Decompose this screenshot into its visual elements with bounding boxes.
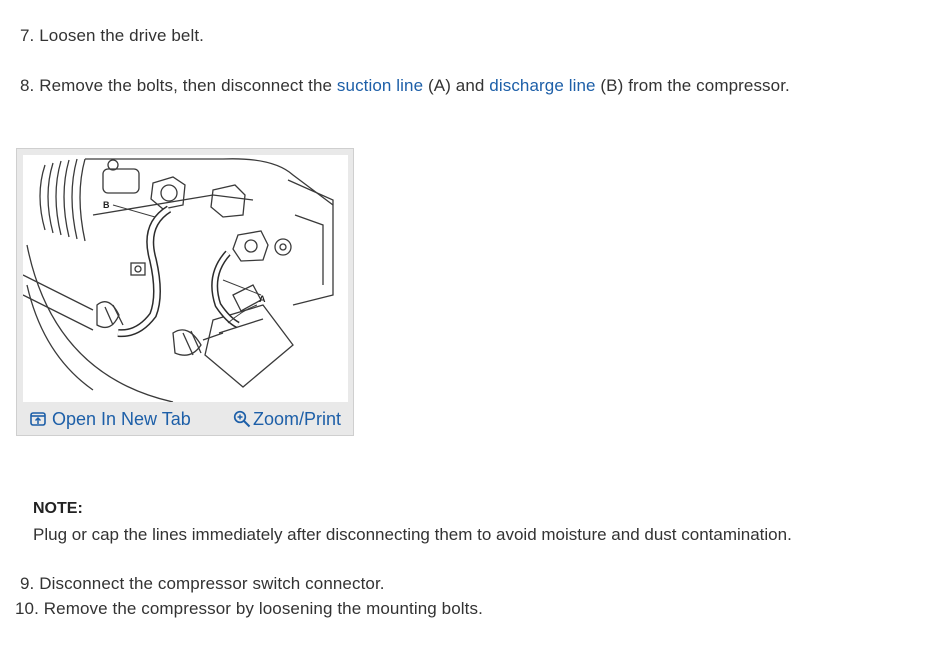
step-text: (A) and bbox=[428, 76, 485, 95]
step-8: 8. Remove the bolts, then disconnect the… bbox=[20, 75, 790, 97]
step-number: 8. bbox=[20, 76, 35, 95]
step-number: 7. bbox=[20, 26, 35, 45]
step-10: 10. Remove the compressor by loosening t… bbox=[15, 598, 483, 620]
open-in-new-tab-label: Open In New Tab bbox=[52, 408, 191, 429]
figure-panel: B A Open In New Tab Zoom/Print bbox=[16, 148, 354, 436]
zoom-print-label: Zoom/Print bbox=[253, 408, 342, 429]
compressor-diagram[interactable]: B A bbox=[23, 155, 348, 402]
callout-b-label: B bbox=[103, 200, 110, 210]
note-text: Plug or cap the lines immediately after … bbox=[33, 525, 792, 544]
open-in-new-tab-icon bbox=[30, 412, 46, 426]
step-9: 9. Disconnect the compressor switch conn… bbox=[20, 573, 385, 595]
open-in-new-tab-button[interactable]: Open In New Tab bbox=[30, 406, 191, 432]
step-text: Remove the compressor by loosening the m… bbox=[43, 599, 483, 618]
step-text: Loosen the drive belt. bbox=[39, 26, 204, 45]
step-text: Remove the bolts, then disconnect the bbox=[39, 76, 333, 95]
callout-a-label: A bbox=[259, 294, 266, 304]
step-number: 10. bbox=[15, 599, 39, 618]
step-text: Disconnect the compressor switch connect… bbox=[39, 574, 385, 593]
discharge-line-link[interactable]: discharge line bbox=[489, 76, 596, 95]
step-number: 9. bbox=[20, 574, 35, 593]
step-7: 7. Loosen the drive belt. bbox=[20, 25, 204, 47]
zoom-print-button[interactable]: Zoom/Print bbox=[233, 406, 341, 432]
suction-line-link[interactable]: suction line bbox=[336, 76, 424, 95]
magnifier-plus-icon bbox=[233, 410, 251, 428]
step-text: (B) from the compressor. bbox=[600, 76, 790, 95]
note-title: NOTE: bbox=[33, 500, 83, 517]
